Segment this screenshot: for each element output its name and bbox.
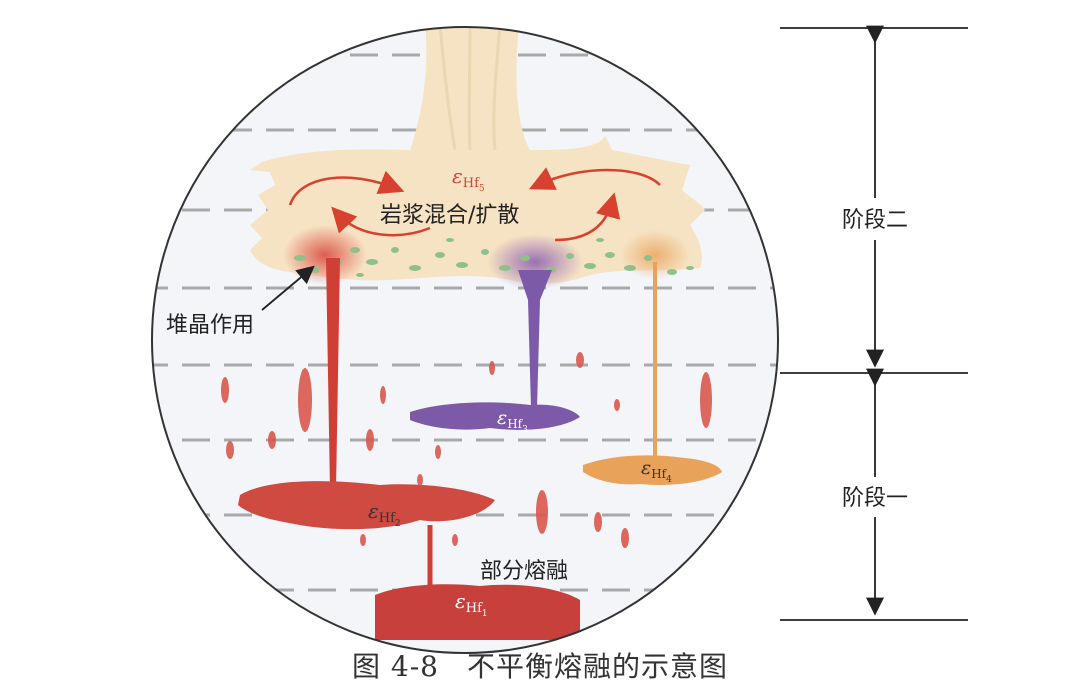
epsilon-base: Hf [507, 417, 523, 431]
melt-pod-hf3 [410, 402, 580, 430]
chamber-streaks [438, 27, 502, 151]
stage-scale [780, 25, 968, 621]
epsilon-hf2-label: εHf2 [368, 499, 401, 529]
cumulate-crystals [294, 238, 694, 277]
melt-pod-hf2 [238, 481, 495, 530]
epsilon-base: Hf [379, 511, 396, 526]
magma-mixing-label: 岩浆混合/扩散 [380, 203, 519, 228]
epsilon-hf3-label: εHf3 [497, 407, 528, 435]
purple-conduit [518, 270, 552, 408]
epsilon-symbol: ε [641, 457, 651, 479]
cumulate-label: 堆晶作用 [166, 313, 254, 338]
melt-pod-hf4 [583, 455, 722, 485]
figure-title: 不平衡熔融的示意图 [466, 650, 728, 683]
purple-glow [487, 234, 583, 290]
melt-pod-hf1 [375, 584, 580, 640]
epsilon-hf5-label: εHf5 [452, 164, 485, 194]
cumulate-pointer-arrow [261, 265, 315, 311]
section-circle-outline [151, 26, 779, 654]
epsilon-symbol: ε [452, 164, 463, 188]
epsilon-index: 4 [666, 475, 672, 485]
mixing-arrows [288, 167, 661, 242]
epsilon-base: Hf [466, 601, 483, 616]
melt-droplets [221, 352, 712, 548]
epsilon-hf4-label: εHf4 [641, 457, 672, 485]
figure-number: 图 4-8 [351, 650, 439, 683]
red-glow [283, 225, 367, 285]
epsilon-base: Hf [463, 176, 480, 191]
orange-glow [620, 230, 690, 280]
epsilon-base: Hf [651, 467, 667, 481]
epsilon-index: 3 [522, 425, 528, 435]
epsilon-index: 5 [479, 184, 485, 194]
epsilon-symbol: ε [497, 407, 507, 429]
figure-caption: 图 4-8 不平衡熔融的示意图 [0, 645, 1080, 685]
epsilon-symbol: ε [368, 499, 379, 523]
partial-melting-label: 部分熔融 [480, 559, 568, 584]
magma-chamber [250, 27, 705, 284]
stage-one-label: 阶段一 [842, 486, 908, 511]
epsilon-index: 2 [395, 519, 401, 529]
epsilon-index: 1 [482, 609, 488, 619]
epsilon-symbol: ε [455, 589, 466, 613]
epsilon-hf1-label: εHf1 [455, 589, 488, 619]
stage-two-label: 阶段二 [842, 208, 908, 233]
red-conduit [326, 258, 340, 490]
